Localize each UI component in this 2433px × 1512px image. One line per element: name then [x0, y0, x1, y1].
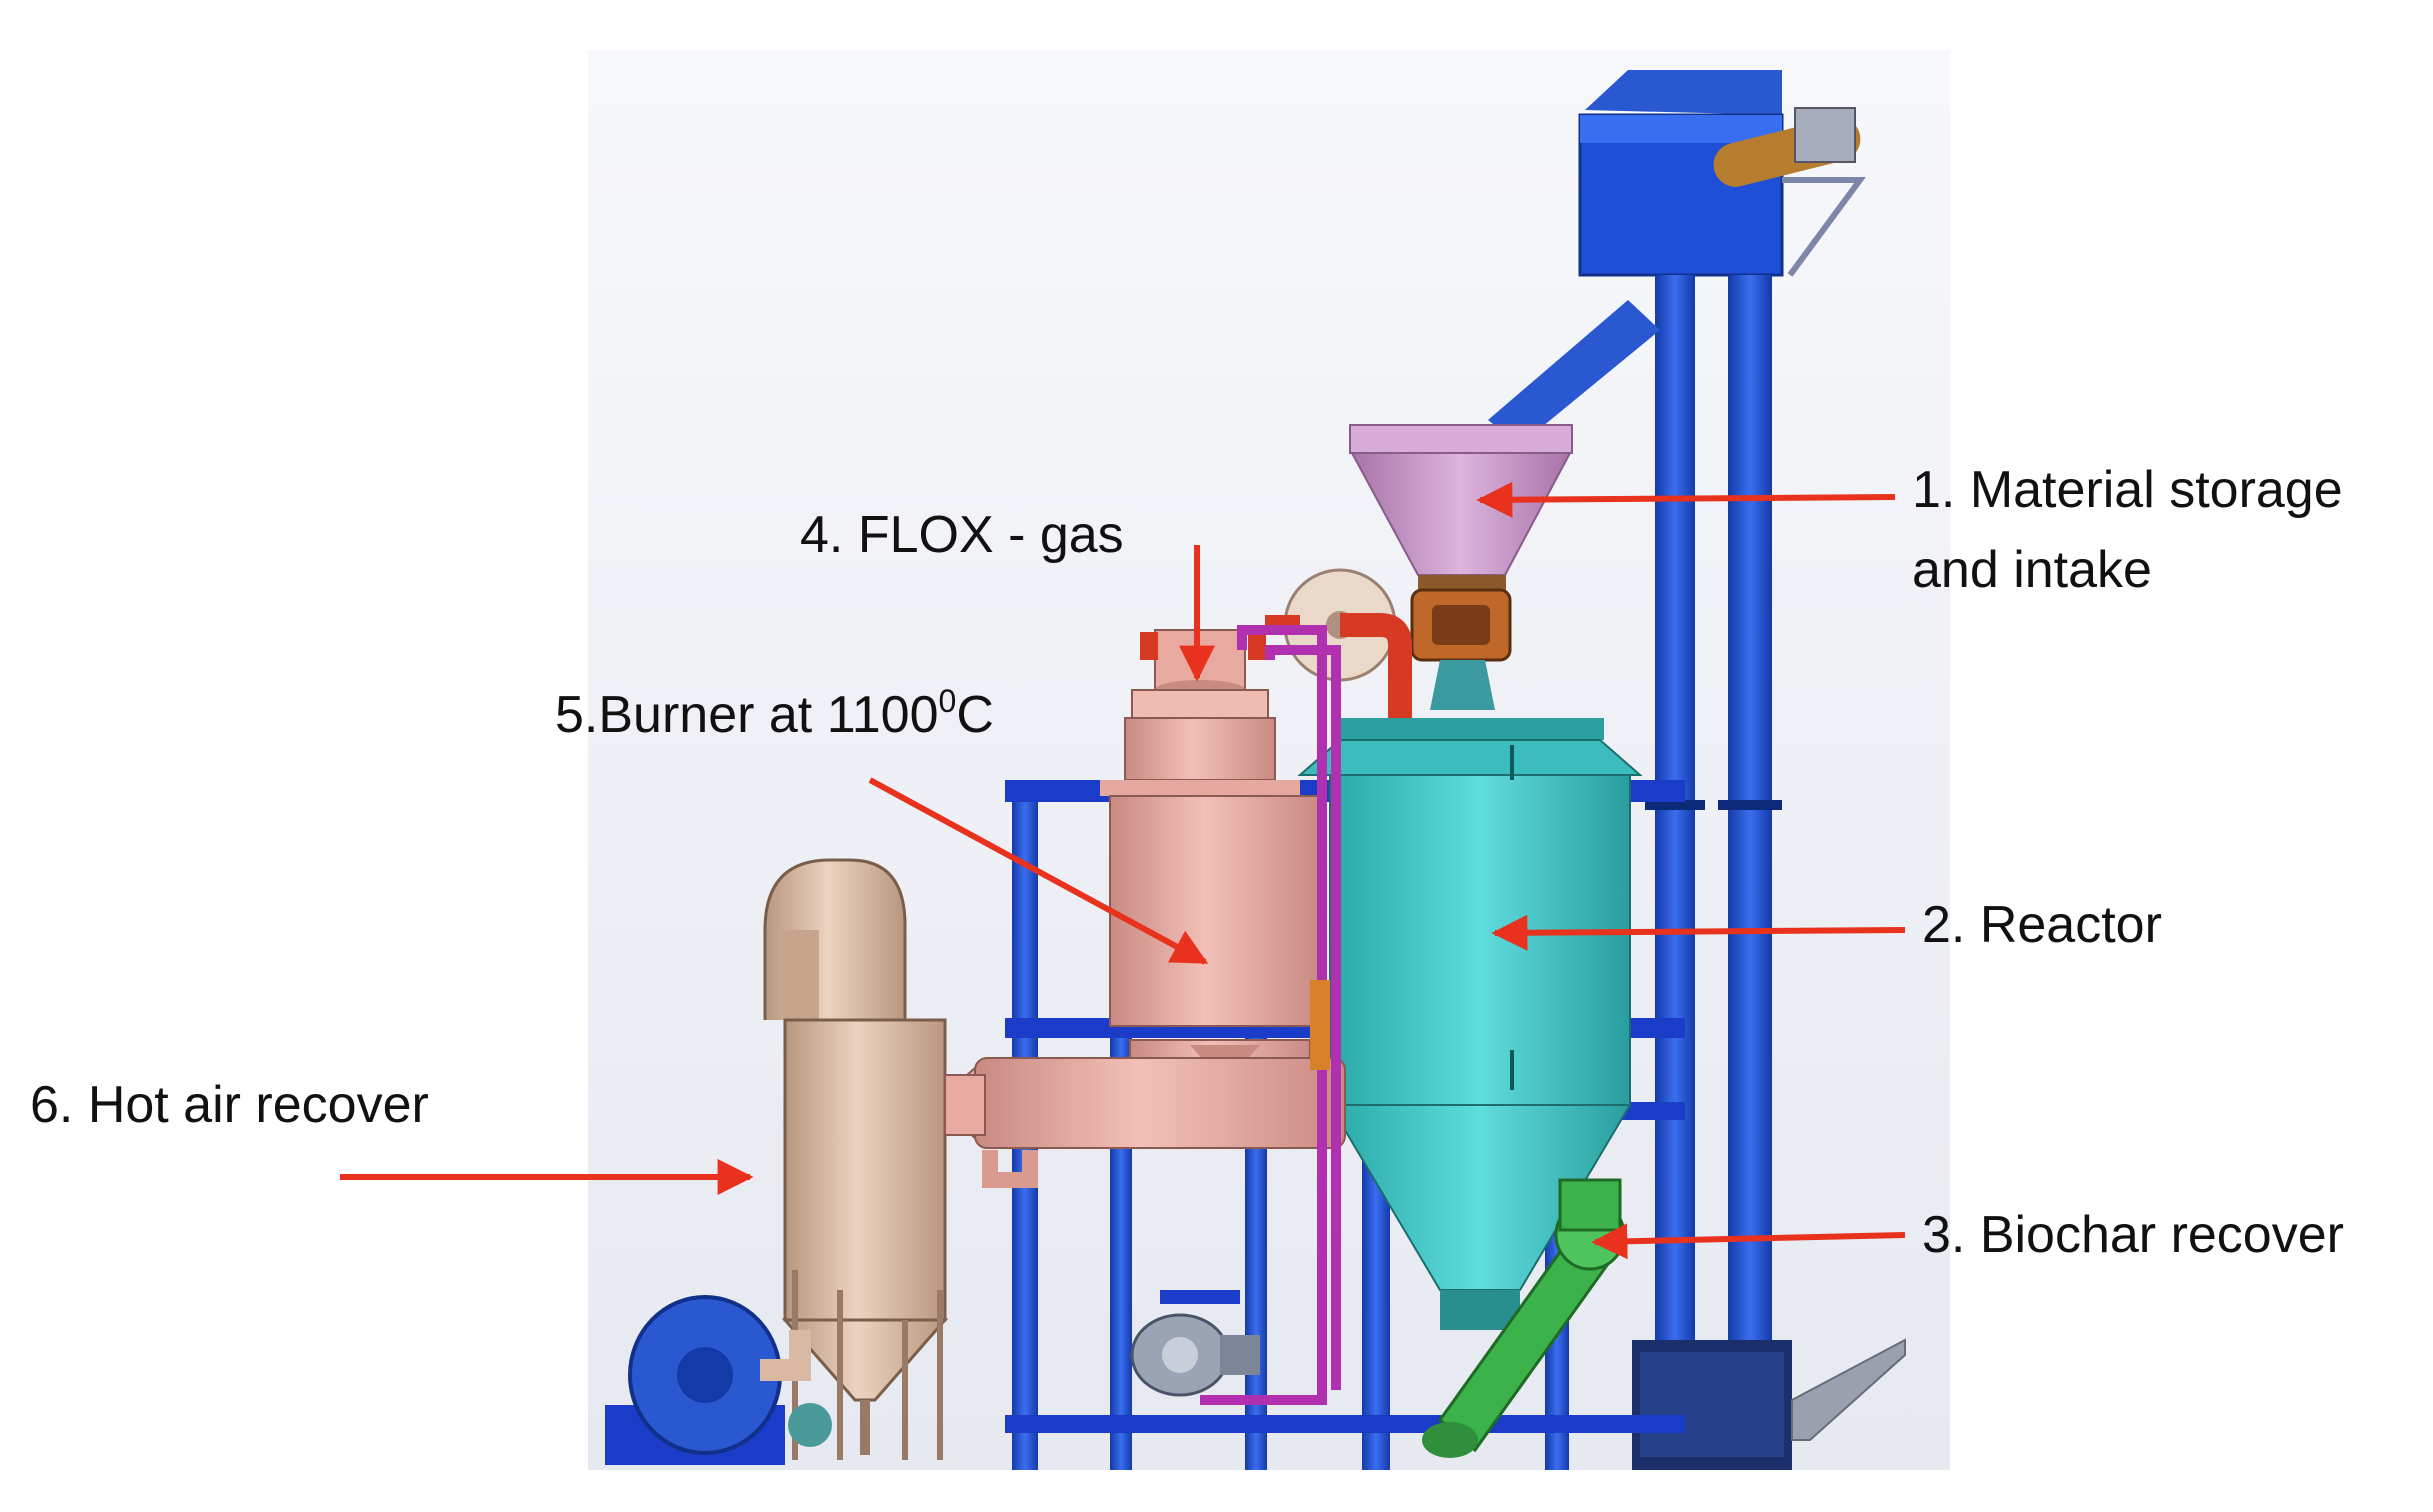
label-reactor: 2. Reactor	[1922, 896, 2162, 954]
label-material-storage-line2: and intake	[1912, 541, 2152, 599]
flox-gas-pipe	[1200, 625, 1341, 1405]
bucket-elevator	[1488, 70, 1906, 1470]
exhaust-fan	[605, 1295, 832, 1465]
arrow-reactor	[1491, 914, 1906, 951]
arrow-biochar	[1591, 1223, 1906, 1260]
hot-air-cyclone	[763, 858, 986, 1460]
label-burner-unit: C	[956, 686, 994, 744]
label-biochar-recover: 3. Biochar recover	[1922, 1206, 2344, 1264]
label-material-storage-line1: 1. Material storage	[1912, 461, 2343, 519]
label-flox-gas: 4. FLOX - gas	[800, 506, 1124, 564]
label-burner: 5.Burner at 11000C	[555, 675, 994, 755]
material-hopper	[1349, 424, 1573, 710]
air-blower	[1130, 1313, 1260, 1397]
label-arrows	[340, 481, 1906, 1260]
label-hot-air-recover: 6. Hot air recover	[30, 1076, 429, 1134]
arrow-material-storage	[1476, 481, 1896, 518]
reactor-vessel	[1297, 718, 1643, 1330]
label-burner-degree: 0	[938, 682, 957, 719]
arrow-burner	[868, 777, 1209, 965]
label-burner-text: 5.Burner at 1100	[555, 686, 939, 744]
orange-valve	[1310, 980, 1330, 1070]
